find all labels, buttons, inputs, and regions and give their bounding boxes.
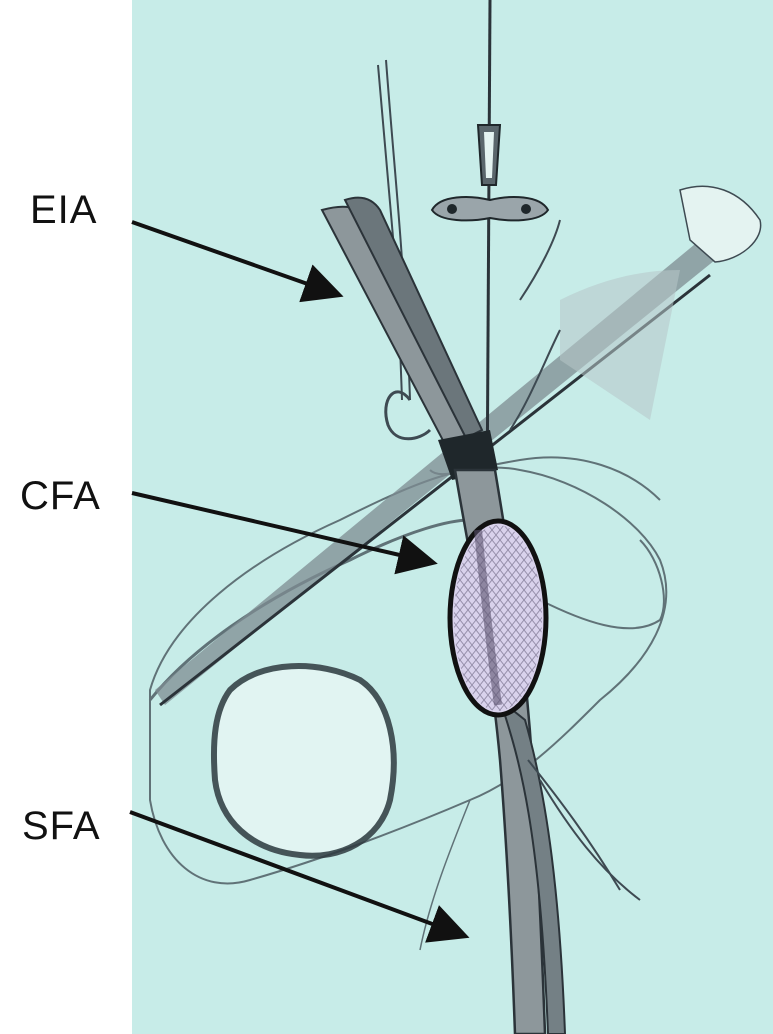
sfa-label: SFA xyxy=(22,806,101,846)
obturator-foramen xyxy=(214,666,394,856)
cfa-label: CFA xyxy=(20,476,101,516)
stent-highlight xyxy=(450,521,546,715)
eia-label: EIA xyxy=(30,190,97,230)
